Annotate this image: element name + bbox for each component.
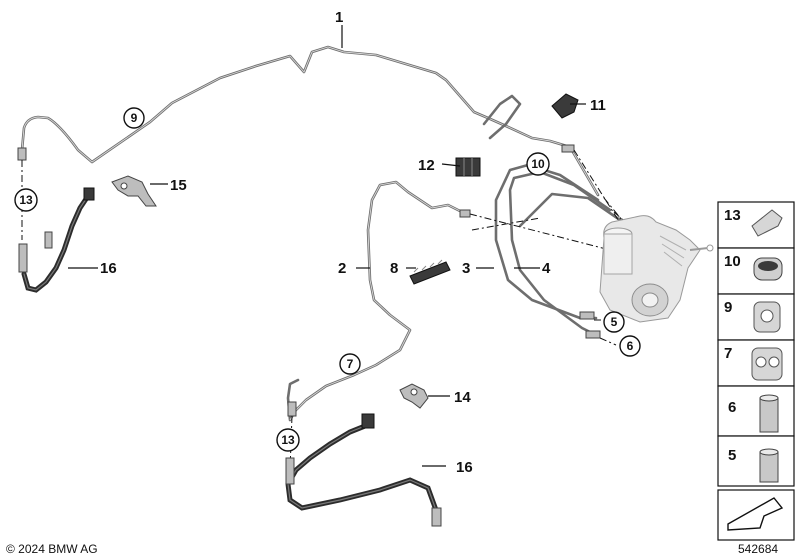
callout-14: 14	[454, 389, 471, 406]
legend-label-6: 6	[728, 399, 736, 416]
callout-3: 3	[462, 260, 470, 277]
brake-line-1	[17, 45, 600, 197]
brake-lines-3-4	[494, 144, 622, 339]
clip-12	[455, 157, 481, 177]
nut-6-icon	[759, 394, 779, 433]
brake-hose-16-bottom	[285, 413, 442, 527]
clip-9-icon	[753, 301, 781, 333]
callout-6: 6	[627, 339, 634, 353]
callout-16-bottom: 16	[456, 459, 473, 476]
bracket-14	[399, 383, 429, 409]
callout-8: 8	[390, 260, 398, 277]
clip-11	[551, 93, 579, 119]
legend-label-13: 13	[724, 207, 741, 224]
callout-5: 5	[611, 315, 618, 329]
callout-11: 11	[590, 97, 606, 114]
callout-9: 9	[131, 111, 138, 125]
callout-16-left: 16	[100, 260, 117, 277]
connection-lines	[21, 149, 647, 471]
clip-13-icon	[751, 209, 783, 237]
clip-7-icon	[751, 347, 783, 381]
callout-15: 15	[170, 177, 187, 194]
legend-label-9: 9	[724, 299, 732, 316]
callout-13-bottom: 13	[281, 433, 295, 447]
callout-4: 4	[542, 260, 551, 277]
legend-label-5: 5	[728, 447, 736, 464]
callout-12: 12	[418, 157, 435, 174]
circled-callouts: 9 10 13 13 7 5 6	[14, 107, 641, 452]
clip-8	[409, 259, 451, 285]
legend-label-10: 10	[724, 253, 741, 270]
callout-1: 1	[335, 9, 343, 26]
brake-hose-16-left	[18, 187, 95, 293]
callout-10: 10	[531, 157, 545, 171]
callout-2: 2	[338, 260, 346, 277]
legend-panel: 13 10 9 7 6 5	[717, 201, 795, 541]
arrow-icon	[727, 497, 784, 531]
copyright-text: © 2024 BMW AG	[6, 542, 98, 556]
legend-label-7: 7	[724, 345, 732, 362]
bracket-15	[111, 175, 157, 207]
brake-line-2	[286, 180, 471, 422]
diagram-number: 542684	[738, 542, 778, 556]
callout-7: 7	[347, 357, 354, 371]
clip-10-icon	[753, 257, 783, 281]
nut-5-icon	[759, 448, 779, 483]
callout-13-left: 13	[19, 193, 33, 207]
hydraulic-unit	[599, 215, 714, 323]
leader-lines	[68, 25, 586, 467]
callout-labels: 1 2 3 4 8 11 12 15 14 16 16	[100, 9, 606, 476]
